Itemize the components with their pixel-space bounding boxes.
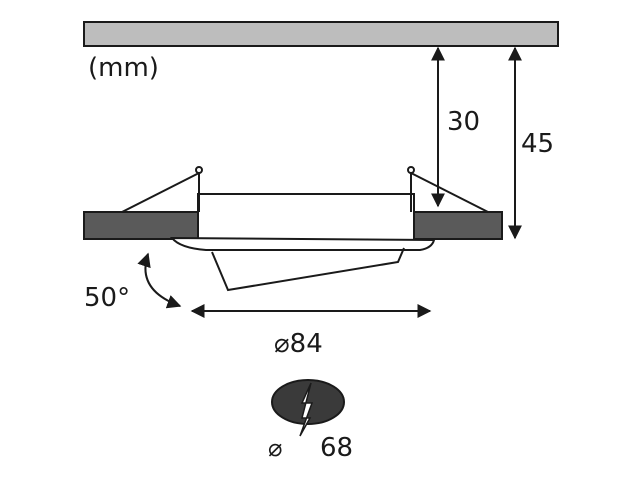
dimension-label-30: 30 — [447, 107, 480, 137]
trim-ring-left — [83, 211, 199, 240]
spring-clip-right — [410, 172, 489, 213]
tilt-arc — [137, 252, 182, 309]
tilt-angle-label: 50° — [84, 283, 130, 313]
spring-clip-left — [121, 172, 200, 213]
tilted-lamp-insert — [211, 247, 405, 292]
unit-label: (mm) — [88, 53, 159, 83]
cutout-diameter-symbol: ⌀ — [268, 434, 282, 462]
cutout-lightning-icon — [271, 379, 345, 437]
outer-diameter-label: ⌀84 — [274, 329, 323, 359]
cutout-diameter-label: 68 — [320, 433, 353, 463]
spring-clip-right-pin — [407, 166, 415, 174]
dimension-label-45: 45 — [521, 129, 554, 159]
spring-clip-left-pin — [195, 166, 203, 174]
ceiling-slab — [83, 21, 559, 47]
lamp-housing — [197, 193, 415, 241]
lamp-flange — [169, 236, 436, 251]
trim-ring-right — [413, 211, 503, 240]
